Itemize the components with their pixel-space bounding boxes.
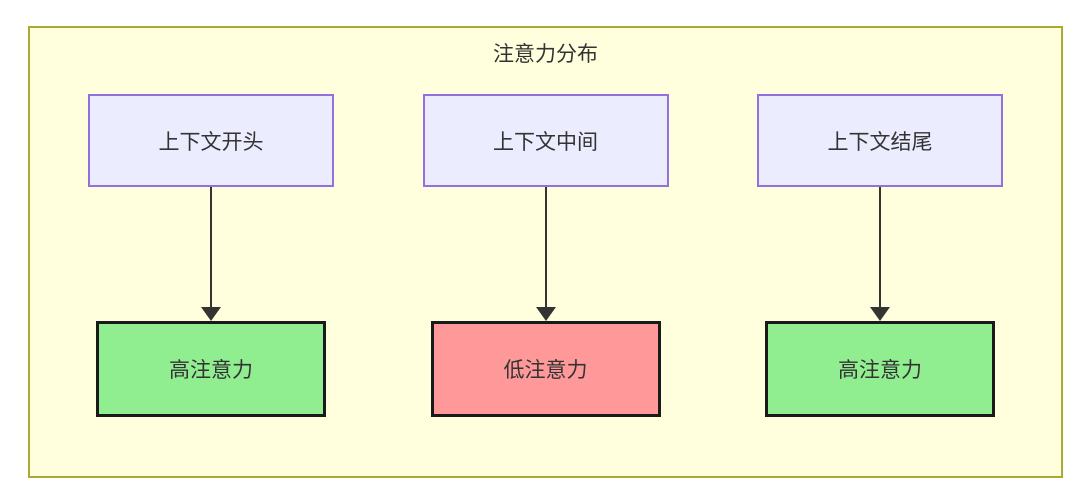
arrow-line — [544, 187, 547, 307]
column-context-end: 上下文结尾 高注意力 — [757, 94, 1003, 417]
down-arrow — [201, 187, 221, 321]
node-high-attention-left-label: 高注意力 — [169, 359, 253, 382]
diagram-title: 注意力分布 — [493, 43, 598, 66]
arrow-head-icon — [870, 307, 890, 321]
node-low-attention-middle-label: 低注意力 — [503, 359, 588, 382]
column-context-start: 上下文开头 高注意力 — [88, 94, 334, 417]
arrow-head-icon — [535, 307, 556, 321]
node-context-start: 上下文开头 — [88, 94, 334, 187]
node-high-attention-right-label: 高注意力 — [838, 359, 922, 382]
diagram-columns: 上下文开头 高注意力 上下文中间 低注意力 — [30, 94, 1061, 417]
arrow-line — [879, 187, 881, 307]
arrow-head-icon — [201, 307, 221, 321]
node-context-end-label: 上下文结尾 — [827, 130, 933, 154]
node-context-middle-label: 上下文中间 — [493, 130, 598, 154]
node-context-middle: 上下文中间 — [422, 94, 669, 187]
attention-distribution-container: 注意力分布 上下文开头 高注意力 上下文中间 — [28, 26, 1063, 478]
node-high-attention-left: 高注意力 — [96, 321, 326, 417]
node-context-start-label: 上下文开头 — [158, 130, 264, 154]
node-high-attention-right: 高注意力 — [765, 321, 995, 417]
node-context-end: 上下文结尾 — [757, 94, 1003, 187]
node-low-attention-middle: 低注意力 — [430, 321, 661, 417]
arrow-line — [210, 187, 212, 307]
down-arrow — [870, 187, 890, 321]
column-context-middle: 上下文中间 低注意力 — [422, 94, 669, 417]
down-arrow — [535, 187, 556, 321]
